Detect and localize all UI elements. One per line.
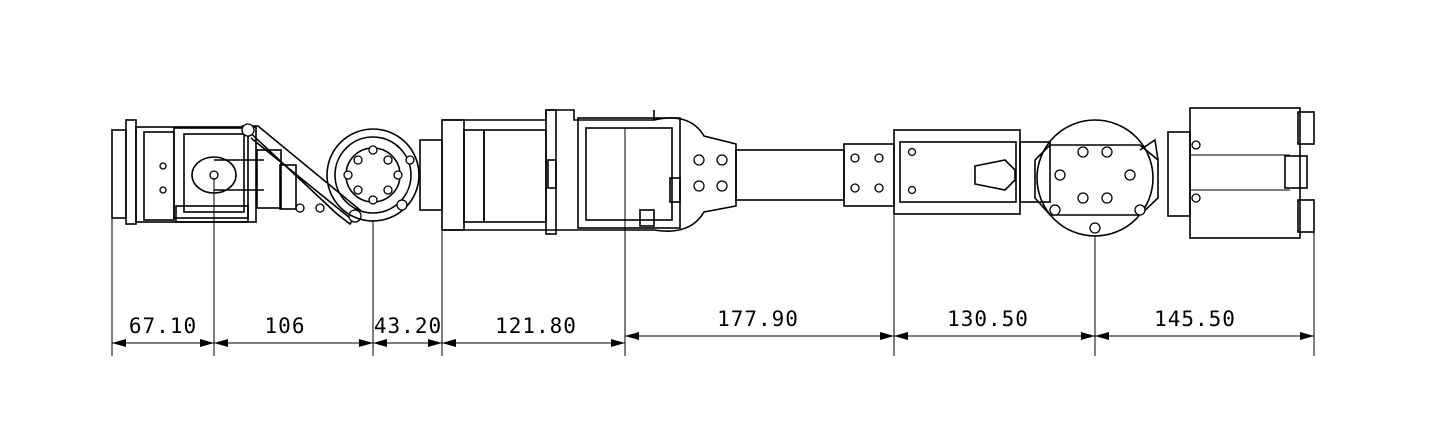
dim-label-5: 177.90	[717, 307, 799, 331]
dim-label-7: 145.50	[1154, 307, 1236, 331]
wrist-joint	[326, 128, 443, 222]
dim-label-2: 106	[265, 314, 306, 338]
base-motor	[1167, 107, 1315, 239]
dim-label-4: 121.80	[495, 314, 577, 338]
extension-lines	[111, 178, 1315, 356]
dim-label-6: 130.50	[947, 307, 1029, 331]
gripper-assembly	[111, 119, 362, 226]
forearm-segment	[441, 109, 737, 235]
dim-label-1: 67.10	[129, 314, 197, 338]
dimension-labels: 67.10 106 43.20 121.80 177.90 130.50 145…	[129, 307, 1236, 338]
elbow-motor	[893, 129, 1051, 215]
dimension-lines	[112, 332, 1314, 347]
dim-label-3: 43.20	[374, 314, 442, 338]
upper-arm-tube	[735, 143, 895, 207]
shoulder-joint	[1034, 119, 1159, 237]
